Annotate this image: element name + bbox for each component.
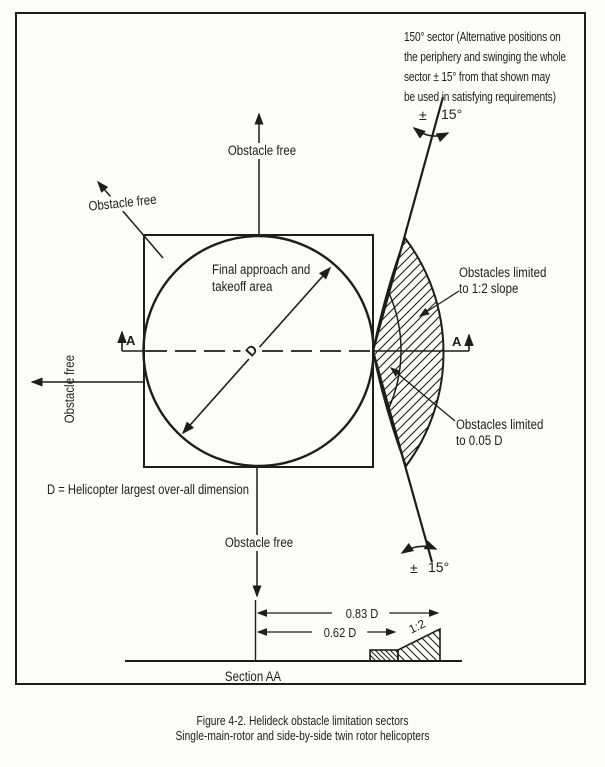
section-marker-a-right: A	[452, 334, 462, 349]
dim-inner-label: 0.62 D	[312, 625, 368, 641]
obstacles-slope-line1: Obstacles limited	[459, 265, 547, 280]
section-profile-low-obstacle	[369, 649, 399, 662]
swing-arrow-top	[412, 127, 450, 143]
obstacles-height-line2: to 0.05 D	[456, 433, 503, 448]
sector-note-line: 150° sector (Alternative positions on	[404, 29, 561, 44]
swing-plusminus-bottom: ±	[410, 560, 418, 576]
obstacles-height-line1: Obstacles limited	[456, 417, 544, 432]
fato-label-line1: Final approach and	[212, 262, 311, 277]
section-marker-a-left: A	[126, 333, 136, 348]
diameter-definition: D = Helicopter largest over-all dimensio…	[47, 481, 249, 497]
obstacle-free-label-left: Obstacle free	[62, 355, 77, 424]
swing-plusminus-top: ±	[419, 107, 427, 123]
sector-note-line: the periphery and swinging the whole	[404, 49, 566, 64]
fato-label: Final approach and takeoff area	[212, 261, 310, 295]
leader-obstacles-slope	[418, 290, 460, 317]
sector-note: 150° sector (Alternative positions on th…	[404, 27, 566, 107]
dim-outer-label: 0.83 D	[334, 606, 390, 622]
obstacles-slope-label: Obstacles limited to 1:2 slope	[459, 265, 546, 297]
obstacle-free-label-top: Obstacle free	[213, 143, 311, 159]
sector-boundary-lower	[371, 350, 434, 563]
figure-border	[15, 12, 586, 685]
sector-note-line: be used in satisfying requirements)	[404, 89, 556, 104]
figure-caption-line2: Single-main-rotor and side-by-side twin …	[175, 729, 430, 743]
obstacle-free-arrow-upper-left	[97, 180, 164, 259]
obstacle-free-label-bottom: Obstacle free	[210, 535, 308, 551]
section-title: Section AA	[224, 669, 282, 684]
obstacles-slope-line2: to 1:2 slope	[459, 281, 519, 296]
swing-angle-bottom: 15°	[428, 559, 450, 575]
obstacles-height-label: Obstacles limited to 0.05 D	[456, 417, 543, 449]
sector-note-line: sector ± 15° from that shown may	[404, 69, 551, 84]
swing-angle-top: 15°	[441, 106, 463, 122]
section-profile-slope-obstacle	[397, 627, 441, 662]
swing-arrow-bottom	[400, 540, 438, 554]
leader-obstacles-height	[389, 367, 456, 422]
figure-caption-line1: Figure 4-2. Helideck obstacle limitation…	[196, 714, 409, 728]
fato-label-line2: takeoff area	[212, 279, 273, 294]
